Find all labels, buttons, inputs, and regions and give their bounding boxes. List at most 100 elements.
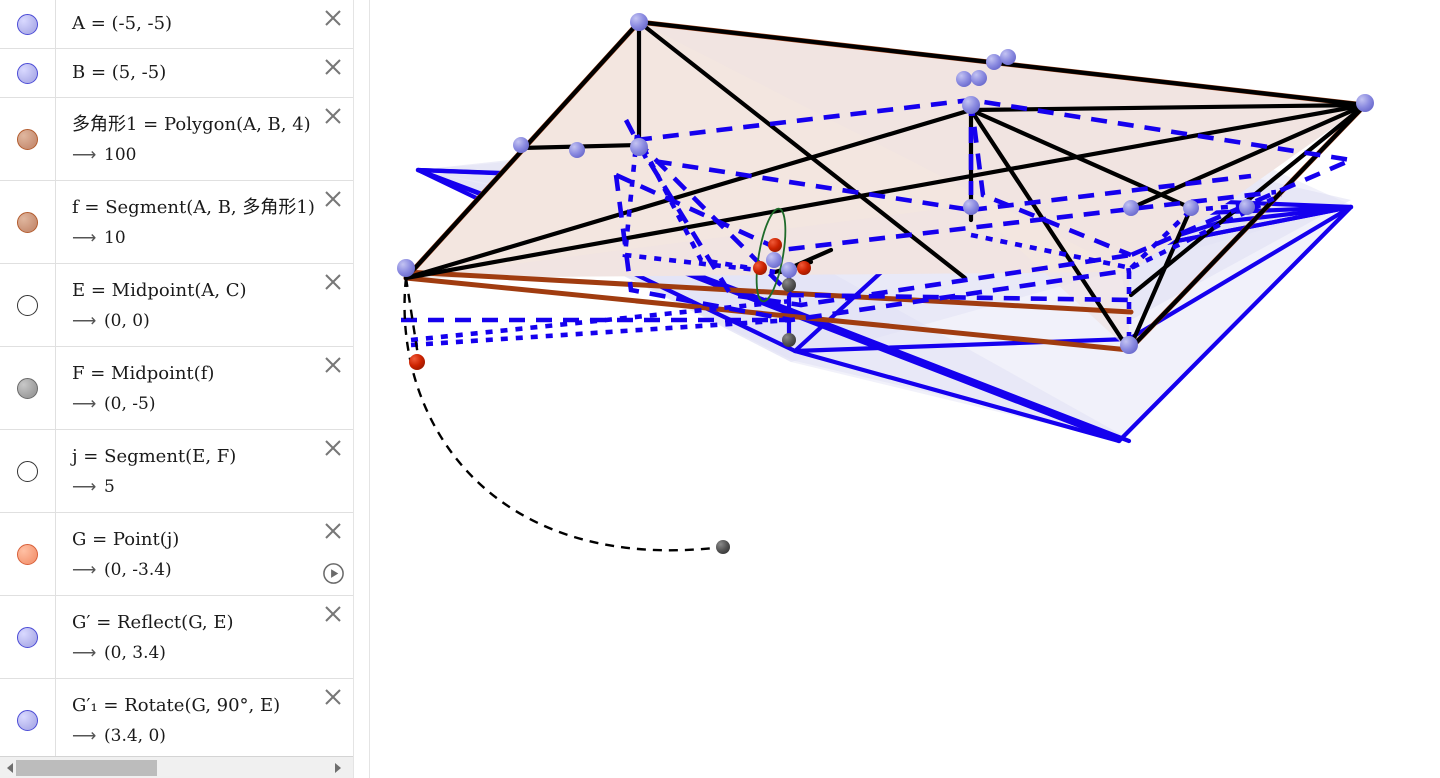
point-midpoint[interactable] bbox=[962, 96, 980, 114]
point-G-prime[interactable] bbox=[781, 262, 797, 278]
algebra-row[interactable]: G′₁ = Rotate(G, 90°, E) ⟶ (3.4, 0) bbox=[0, 679, 353, 756]
close-icon[interactable] bbox=[323, 189, 343, 209]
object-definition[interactable]: G′₁ = Rotate(G, 90°, E) bbox=[72, 695, 281, 717]
algebra-row-content[interactable]: 多角形1 = Polygon(A, B, 4) ⟶100 bbox=[56, 98, 353, 180]
point-F[interactable] bbox=[782, 278, 796, 292]
visibility-marker-icon[interactable] bbox=[17, 62, 38, 84]
object-value: 10 bbox=[104, 227, 126, 248]
point-midpoint[interactable] bbox=[513, 137, 529, 153]
close-icon[interactable] bbox=[323, 355, 343, 375]
horizontal-scrollbar-thumb[interactable] bbox=[16, 760, 157, 776]
object-visibility-toggle[interactable] bbox=[0, 98, 56, 180]
point-G[interactable] bbox=[797, 261, 811, 275]
point-vertex[interactable] bbox=[1356, 94, 1374, 112]
algebra-row-content[interactable]: f = Segment(A, B, 多角形1)⟶10 bbox=[56, 181, 353, 263]
algebra-row-content[interactable]: F = Midpoint(f)⟶(0, -5) bbox=[56, 347, 353, 429]
point-G-prime-1[interactable] bbox=[766, 252, 782, 268]
object-visibility-toggle[interactable] bbox=[0, 596, 56, 678]
point-red-corner[interactable] bbox=[409, 354, 425, 370]
algebra-row-content[interactable]: A = (-5, -5) bbox=[56, 0, 353, 48]
object-visibility-toggle[interactable] bbox=[0, 264, 56, 346]
close-icon[interactable] bbox=[323, 8, 343, 28]
scroll-right-arrow-icon[interactable] bbox=[330, 757, 345, 778]
algebra-row[interactable]: G′ = Reflect(G, E)⟶(0, 3.4) bbox=[0, 596, 353, 679]
points-layer[interactable] bbox=[397, 13, 1374, 554]
object-visibility-toggle[interactable] bbox=[0, 0, 56, 48]
point-midpoint[interactable] bbox=[963, 199, 979, 215]
point-midpoint[interactable] bbox=[1123, 200, 1139, 216]
algebra-row-content[interactable]: G′ = Reflect(G, E)⟶(0, 3.4) bbox=[56, 596, 353, 678]
object-visibility-toggle[interactable] bbox=[0, 679, 56, 756]
point-midpoint[interactable] bbox=[1183, 200, 1199, 216]
algebra-row-content[interactable]: B = (5, -5) bbox=[56, 49, 353, 97]
point-midpoint[interactable] bbox=[1239, 199, 1255, 215]
object-definition[interactable]: G = Point(j) bbox=[72, 529, 180, 551]
object-value: (0, 3.4) bbox=[104, 642, 166, 663]
point-vertex[interactable] bbox=[1120, 336, 1138, 354]
close-icon[interactable] bbox=[323, 57, 343, 77]
object-definition[interactable]: G′ = Reflect(G, E) bbox=[72, 612, 234, 634]
point-G-red[interactable] bbox=[753, 261, 767, 275]
object-definition[interactable]: 多角形1 = Polygon(A, B, 4) bbox=[72, 114, 311, 136]
algebra-row[interactable]: A = (-5, -5) bbox=[0, 0, 353, 49]
point-vertex[interactable] bbox=[397, 259, 415, 277]
algebra-row[interactable]: j = Segment(E, F)⟶5 bbox=[0, 430, 353, 513]
object-definition[interactable]: F = Midpoint(f) bbox=[72, 363, 215, 385]
graphics-3d-view[interactable]: .fill-upper { fill:#f3e6e0; } .fill-uppe… bbox=[371, 0, 1440, 778]
object-visibility-toggle[interactable] bbox=[0, 513, 56, 595]
point-on-arc[interactable] bbox=[716, 540, 730, 554]
object-visibility-toggle[interactable] bbox=[0, 49, 56, 97]
object-value: (3.4, 0) bbox=[104, 725, 166, 746]
object-definition[interactable]: j = Segment(E, F) bbox=[72, 446, 237, 468]
close-icon[interactable] bbox=[323, 521, 343, 541]
object-value-line: ⟶(0, -3.4) bbox=[72, 560, 353, 580]
visibility-marker-icon[interactable] bbox=[17, 709, 38, 731]
close-icon[interactable] bbox=[323, 604, 343, 624]
visibility-marker-icon[interactable] bbox=[17, 460, 38, 482]
algebra-row[interactable]: 多角形1 = Polygon(A, B, 4) ⟶100 bbox=[0, 98, 353, 181]
algebra-row-content[interactable]: E = Midpoint(A, C)⟶(0, 0) bbox=[56, 264, 353, 346]
object-definition[interactable]: A = (-5, -5) bbox=[72, 12, 173, 34]
algebra-row[interactable]: G = Point(j) ⟶(0, -3.4) bbox=[0, 513, 353, 596]
close-icon[interactable] bbox=[323, 438, 343, 458]
point-midpoint[interactable] bbox=[569, 142, 585, 158]
algebra-row-content[interactable]: G = Point(j) ⟶(0, -3.4) bbox=[56, 513, 353, 595]
visibility-marker-icon[interactable] bbox=[17, 543, 38, 565]
scroll-left-arrow-icon[interactable] bbox=[2, 757, 17, 778]
object-definition[interactable]: B = (5, -5) bbox=[72, 61, 167, 83]
algebra-row[interactable]: B = (5, -5) bbox=[0, 49, 353, 98]
point-F[interactable] bbox=[782, 333, 796, 347]
point-midpoint[interactable] bbox=[1000, 49, 1016, 65]
arrow-right-icon: ⟶ bbox=[72, 726, 97, 746]
visibility-marker-icon[interactable] bbox=[17, 13, 38, 35]
point-midpoint[interactable] bbox=[630, 138, 648, 156]
algebra-row[interactable]: F = Midpoint(f)⟶(0, -5) bbox=[0, 347, 353, 430]
visibility-marker-icon[interactable] bbox=[17, 294, 38, 316]
algebra-row-content[interactable]: G′₁ = Rotate(G, 90°, E) ⟶ (3.4, 0) bbox=[56, 679, 353, 756]
object-definition[interactable]: E = Midpoint(A, C) bbox=[72, 280, 247, 302]
object-value-line: ⟶100 bbox=[72, 145, 353, 165]
point-vertex[interactable] bbox=[630, 13, 648, 31]
panel-divider[interactable] bbox=[353, 0, 370, 778]
close-icon[interactable] bbox=[323, 106, 343, 126]
visibility-marker-icon[interactable] bbox=[17, 128, 38, 150]
point-midpoint[interactable] bbox=[971, 70, 987, 86]
algebra-row[interactable]: f = Segment(A, B, 多角形1)⟶10 bbox=[0, 181, 353, 264]
visibility-marker-icon[interactable] bbox=[17, 211, 38, 233]
point-midpoint[interactable] bbox=[986, 54, 1002, 70]
visibility-marker-icon[interactable] bbox=[17, 377, 38, 399]
algebra-row-content[interactable]: j = Segment(E, F)⟶5 bbox=[56, 430, 353, 512]
object-visibility-toggle[interactable] bbox=[0, 181, 56, 263]
close-icon[interactable] bbox=[323, 687, 343, 707]
algebra-horizontal-scrollbar[interactable] bbox=[0, 756, 353, 778]
geometry-canvas: .fill-upper { fill:#f3e6e0; } .fill-uppe… bbox=[397, 13, 1374, 554]
object-definition[interactable]: f = Segment(A, B, 多角形1) bbox=[72, 197, 315, 219]
point-G-red[interactable] bbox=[768, 238, 782, 252]
object-visibility-toggle[interactable] bbox=[0, 430, 56, 512]
algebra-row[interactable]: E = Midpoint(A, C)⟶(0, 0) bbox=[0, 264, 353, 347]
visibility-marker-icon[interactable] bbox=[17, 626, 38, 648]
play-animation-icon[interactable] bbox=[322, 562, 345, 585]
point-midpoint[interactable] bbox=[956, 71, 972, 87]
object-visibility-toggle[interactable] bbox=[0, 347, 56, 429]
close-icon[interactable] bbox=[323, 272, 343, 292]
